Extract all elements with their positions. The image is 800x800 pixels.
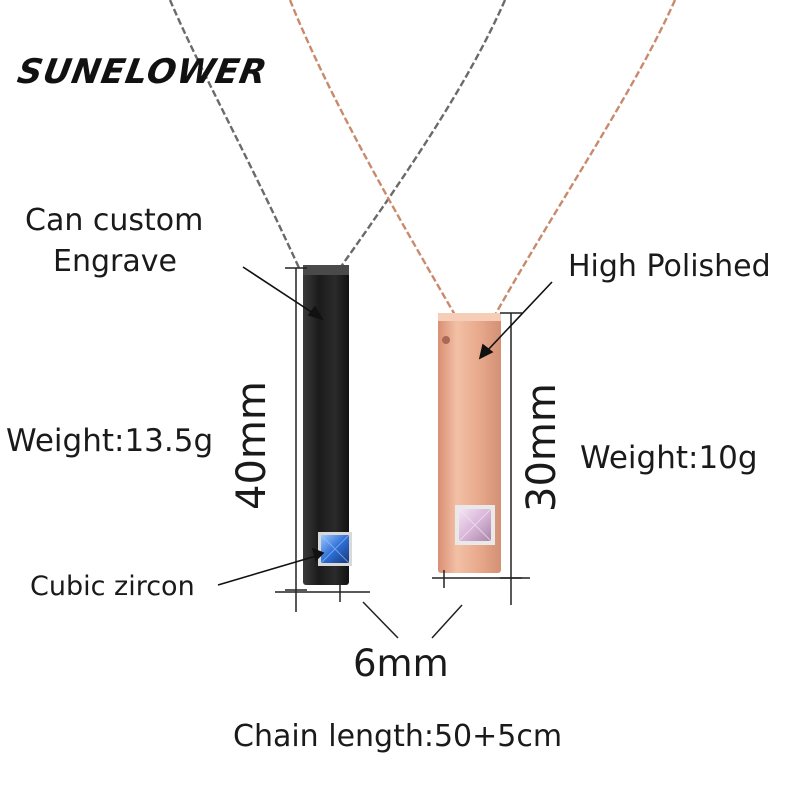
- black-pendant: [303, 265, 352, 585]
- length-rose-label: 30mm: [519, 383, 565, 512]
- dimension-lines: [275, 267, 530, 639]
- weight-black-label: Weight:13.5g: [6, 423, 214, 459]
- weight-rose-label: Weight:10g: [580, 440, 758, 476]
- rose-chain: [288, 0, 677, 316]
- brand-logo: SUNELOWER: [14, 52, 271, 92]
- high-polished-label: High Polished: [568, 249, 771, 284]
- engrave-label-line2: Engrave: [53, 244, 177, 279]
- length-black-label: 40mm: [229, 381, 275, 510]
- engrave-label-line1: Can custom: [25, 203, 204, 238]
- cubic-zircon-label: Cubic zircon: [30, 571, 195, 602]
- width-label: 6mm: [353, 642, 449, 685]
- silver-chain: [168, 0, 507, 276]
- rose-pendant: [438, 313, 501, 573]
- pointer-arrows: [217, 266, 553, 586]
- chain-length-label: Chain length:50+5cm: [233, 719, 563, 754]
